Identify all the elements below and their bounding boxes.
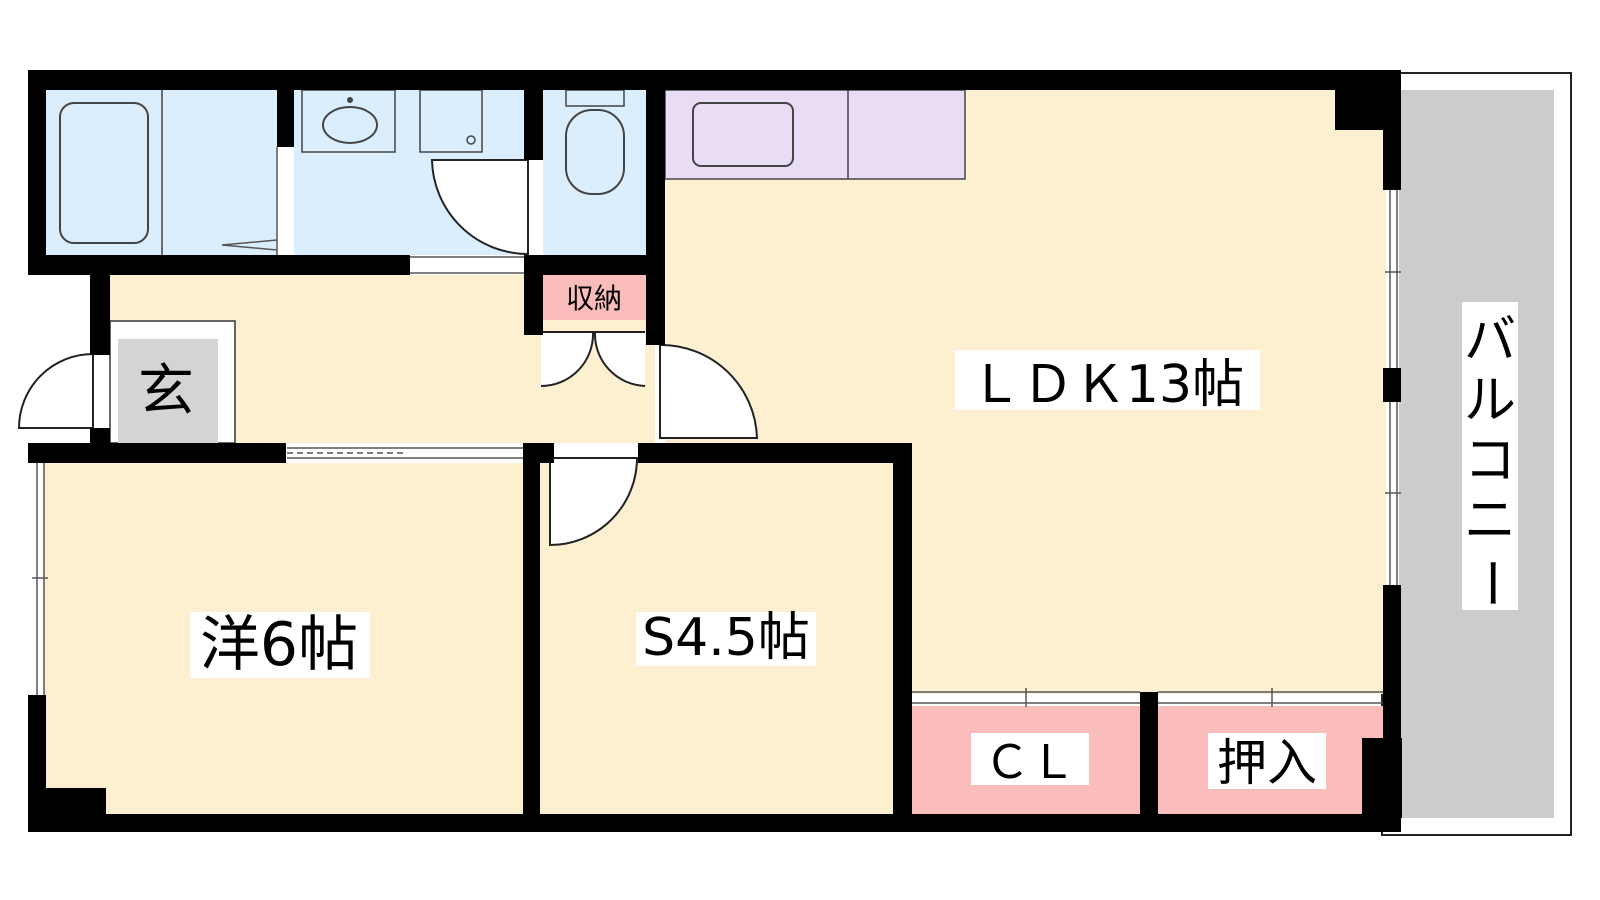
washroom-door <box>430 159 529 256</box>
bathroom-floor <box>45 90 277 255</box>
front-door <box>17 352 94 429</box>
service-room-door <box>549 457 639 547</box>
sink-icon <box>692 102 794 167</box>
storage-door-right <box>593 331 646 387</box>
closet-label: ＣＬ <box>984 735 1076 789</box>
balcony-label-char: ニ <box>1464 491 1516 551</box>
toilet-room-floor <box>543 90 646 255</box>
balcony-label-char: バ <box>1464 311 1516 371</box>
balcony-label-char: ー <box>1460 557 1520 609</box>
kitchen-counter <box>664 89 966 180</box>
service-room-label: S4.5帖 <box>642 608 810 668</box>
oshiire-label: 押入 <box>1217 734 1317 792</box>
western-room-label: 洋6帖 <box>200 610 358 680</box>
ldk-door <box>659 343 759 439</box>
bathtub-icon <box>59 102 149 244</box>
balcony-label-char: ル <box>1464 371 1516 431</box>
storage-label: 収納 <box>566 282 622 315</box>
entrance-label: 玄 <box>138 359 194 424</box>
storage-door-left <box>540 331 595 387</box>
ldk-label: ＬＤＫ13帖 <box>970 355 1244 415</box>
balcony <box>1381 72 1572 836</box>
storage-floor <box>543 275 646 320</box>
walls <box>28 70 1402 832</box>
balcony-label-char: コ <box>1464 431 1516 491</box>
balcony-label: バ ル コ ニ ー <box>1460 311 1520 609</box>
